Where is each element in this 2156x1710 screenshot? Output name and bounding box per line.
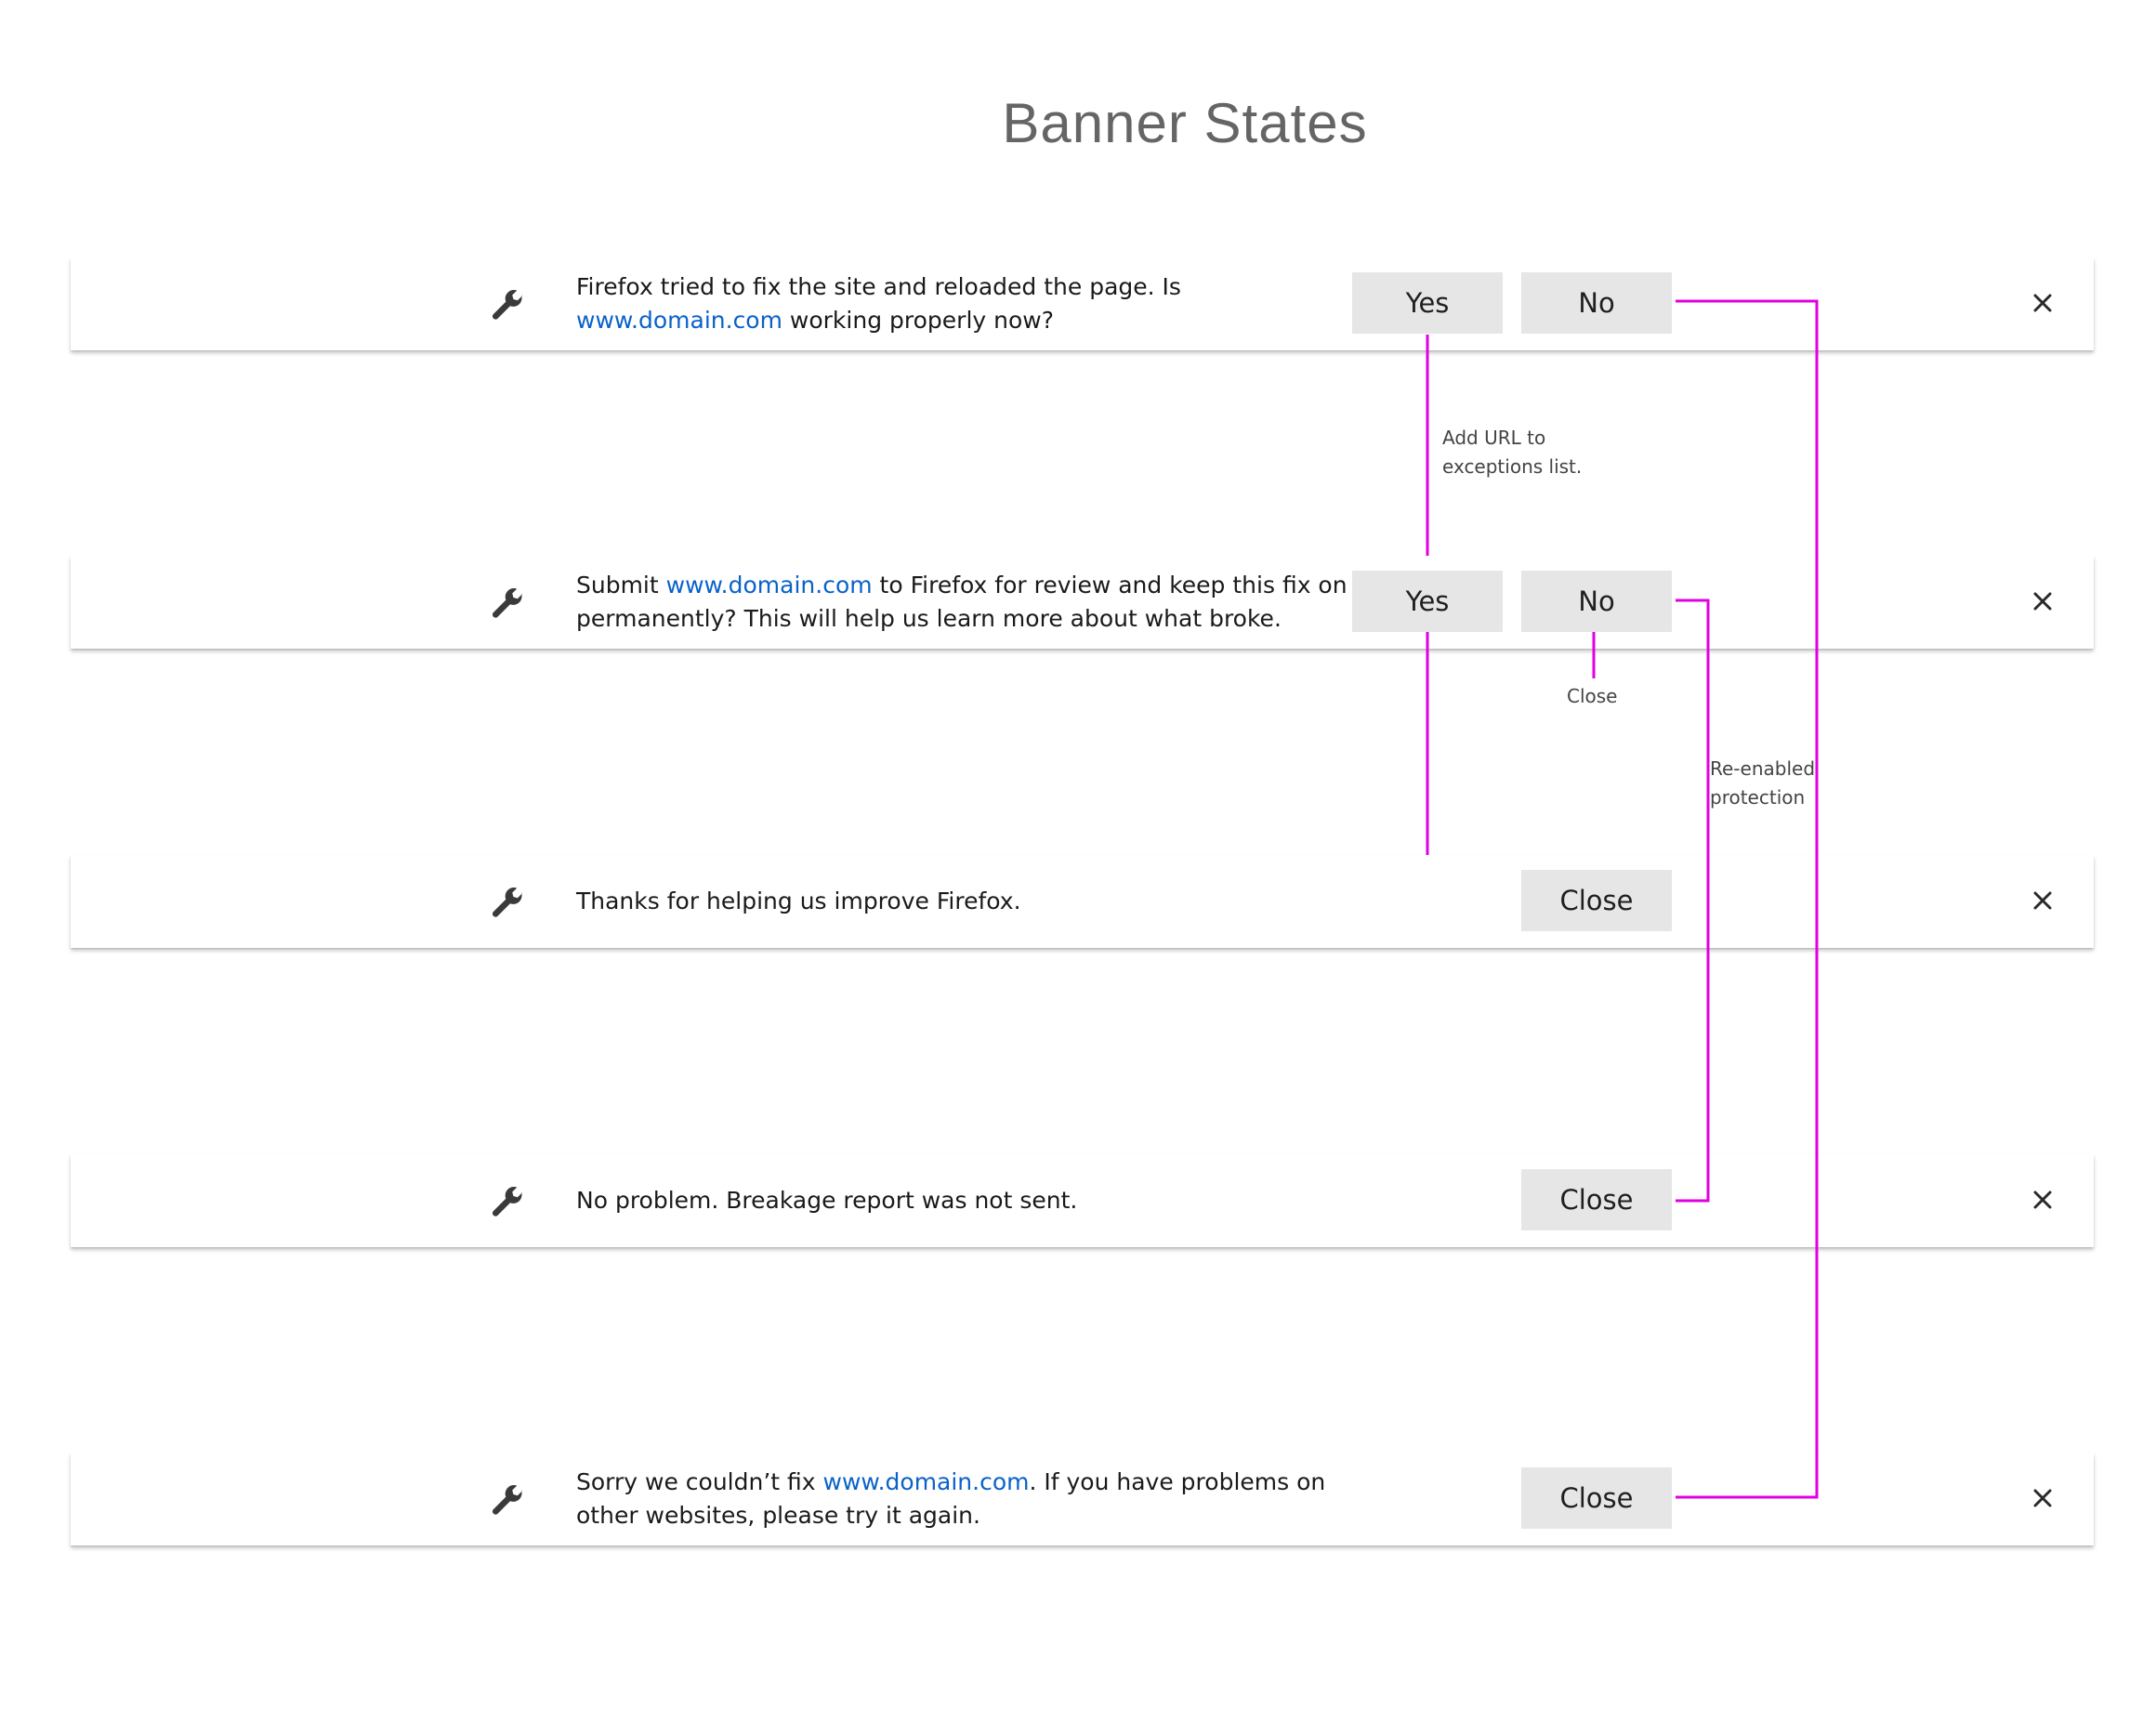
wrench-icon	[491, 885, 524, 918]
wrench-icon	[491, 585, 524, 619]
yes-button[interactable]: Yes	[1352, 272, 1503, 334]
close-icon[interactable]	[2029, 1484, 2057, 1512]
annotation-line: Re-enabled	[1710, 757, 1816, 780]
banner-message: Thanks for helping us improve Firefox.	[576, 888, 1021, 914]
close-button[interactable]: Close	[1521, 870, 1672, 931]
banner-submit-review: Submit www.domain.com to Firefox for rev…	[71, 556, 2094, 649]
annotation-close: Close	[1567, 685, 1618, 707]
message-text: Sorry we couldn’t fix	[576, 1468, 823, 1495]
close-icon[interactable]	[2029, 289, 2057, 317]
wrench-icon	[491, 1184, 524, 1217]
message-text: working properly now?	[782, 307, 1054, 334]
annotation-add-url: Add URL to exceptions list.	[1442, 424, 1582, 481]
close-icon[interactable]	[2029, 887, 2057, 914]
no-button[interactable]: No	[1521, 571, 1672, 632]
domain-link[interactable]: www.domain.com	[665, 572, 873, 598]
banner-no-problem: No problem. Breakage report was not sent…	[71, 1154, 2094, 1247]
no-button[interactable]: No	[1521, 272, 1672, 334]
banner-message: Sorry we couldn’t fix www.domain.com. If…	[576, 1466, 1348, 1532]
close-icon[interactable]	[2029, 1186, 2057, 1214]
annotation-reenabled: Re-enabled protection	[1710, 755, 1815, 812]
banner-fix-attempt: Firefox tried to fix the site and reload…	[71, 257, 2094, 350]
close-button[interactable]: Close	[1521, 1169, 1672, 1230]
message-text: Firefox tried to fix the site and reload…	[576, 273, 1181, 300]
annotation-line: protection	[1710, 786, 1806, 809]
close-button[interactable]: Close	[1521, 1467, 1672, 1529]
page-title: Banner States	[1002, 92, 1368, 154]
banner-sorry: Sorry we couldn’t fix www.domain.com. If…	[71, 1453, 2094, 1546]
banner-message: Submit www.domain.com to Firefox for rev…	[576, 569, 1348, 636]
domain-link[interactable]: www.domain.com	[822, 1468, 1030, 1495]
message-text: . If you have problems on other websites…	[576, 1468, 1326, 1529]
banner-thanks: Thanks for helping us improve Firefox. C…	[71, 855, 2094, 948]
annotation-line: Add URL to	[1442, 427, 1546, 449]
message-text: to Firefox for review and keep this fix …	[576, 572, 1348, 632]
message-text: Submit	[576, 572, 666, 598]
domain-link[interactable]: www.domain.com	[576, 307, 782, 334]
close-icon[interactable]	[2029, 587, 2057, 615]
banner-message: No problem. Breakage report was not sent…	[576, 1187, 1078, 1214]
banner-message: Firefox tried to fix the site and reload…	[576, 270, 1348, 337]
wrench-icon	[491, 1482, 524, 1516]
annotation-line: exceptions list.	[1442, 455, 1583, 478]
wrench-icon	[491, 287, 524, 321]
yes-button[interactable]: Yes	[1352, 571, 1503, 632]
